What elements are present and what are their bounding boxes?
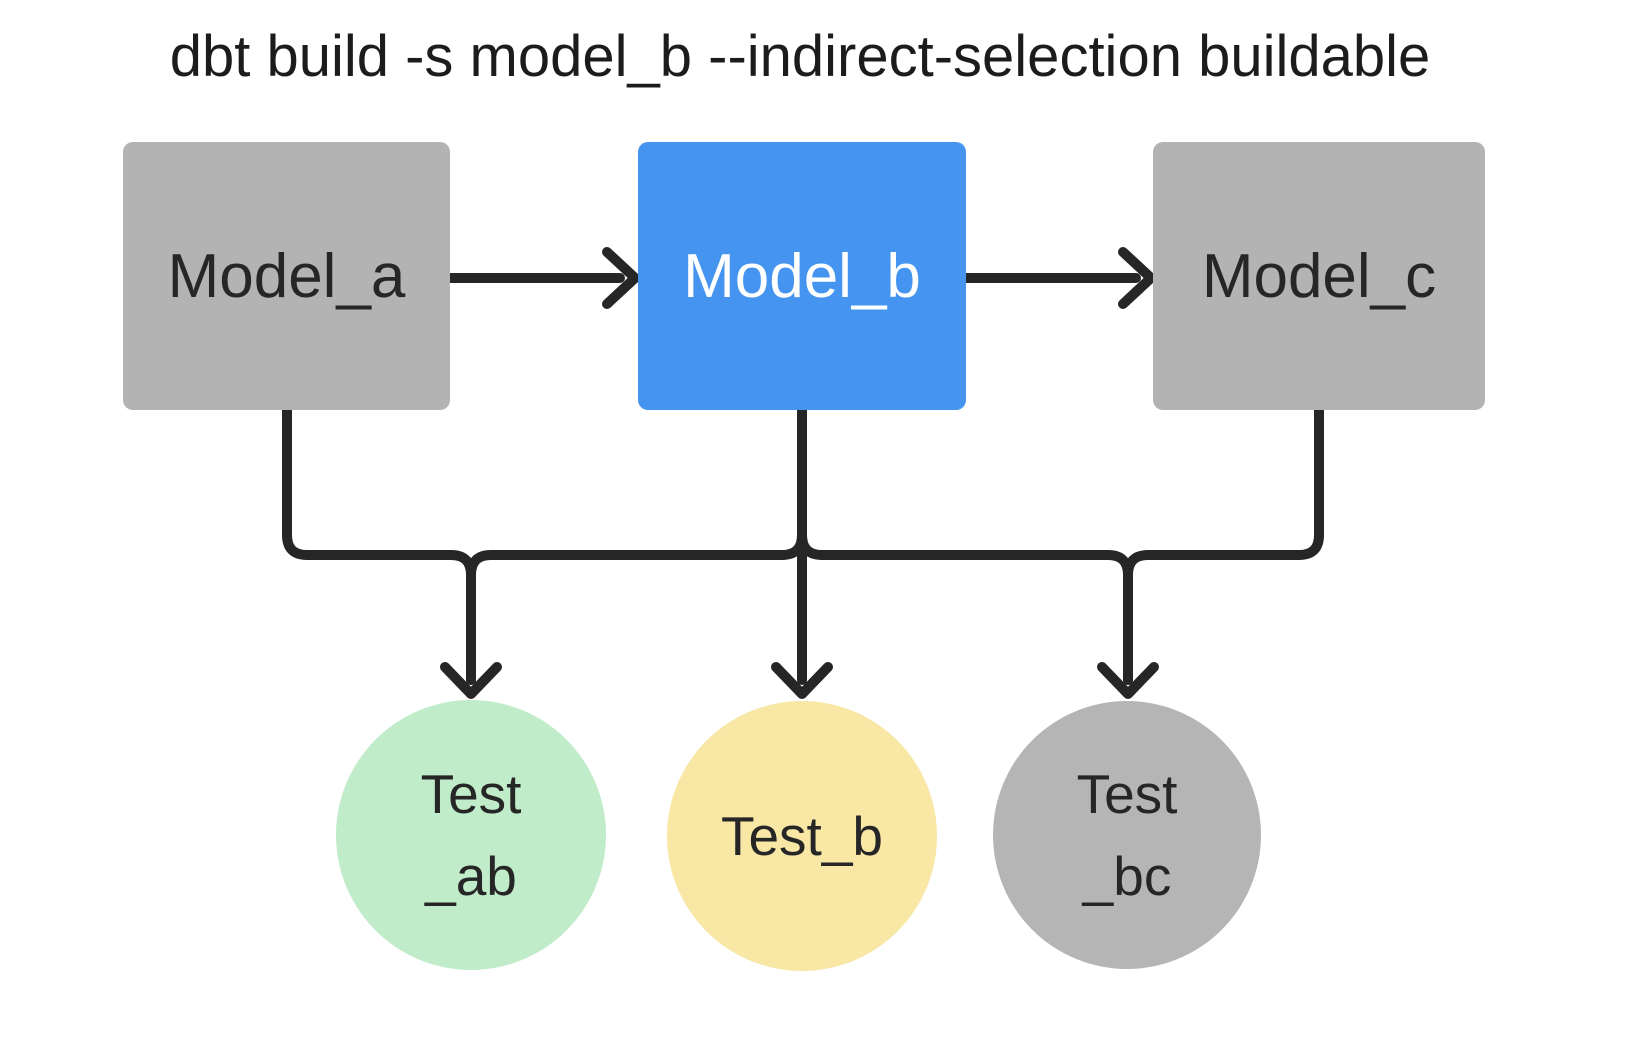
node-test-bc-label-line1: Test [1076,762,1178,825]
diagram-title: dbt build -s model_b --indirect-selectio… [169,24,1431,89]
node-test-bc: Test _bc [993,701,1261,969]
node-test-bc-label-line2: _bc [1082,845,1172,907]
edge-model-a-to-test-ab [282,405,476,685]
arrowhead-test-bc [1097,662,1159,699]
node-test-ab-label-line1: Test [420,762,522,825]
node-model-c: Model_c [1153,142,1485,410]
edge-model-c-to-test-bc [1123,405,1324,685]
node-model-b: Model_b [638,142,966,410]
edge-model-b-to-test-ab [466,405,807,685]
edge-model-a-to-model-b [445,247,640,309]
node-test-ab-label-line2: _ab [425,845,517,907]
arrowhead-test-ab [440,662,502,699]
node-model-a: Model_a [123,142,450,410]
node-model-c-label: Model_c [1201,241,1437,311]
node-test-ab: Test _ab [336,700,606,970]
node-test-b-label-line1: Test_b [720,804,884,867]
edge-model-b-to-model-c [961,247,1156,309]
node-model-a-label: Model_a [167,241,406,311]
edge-model-b-to-test-bc [797,405,1133,685]
node-test-b: Test_b [667,701,937,971]
node-model-b-label: Model_b [683,241,921,311]
